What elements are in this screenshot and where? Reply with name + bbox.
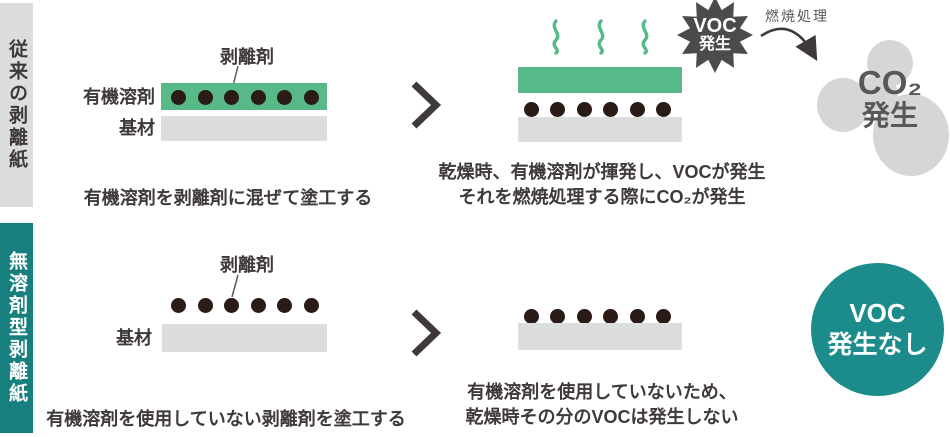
dot xyxy=(250,90,266,105)
dot xyxy=(629,102,645,117)
dot xyxy=(524,309,539,324)
dot xyxy=(277,90,293,105)
chevron-right-icon xyxy=(411,309,442,357)
dot xyxy=(303,90,319,105)
substrate-layer xyxy=(162,324,327,352)
step1-caption-solvent-free: 有機溶剤を使用していない剥離剤を塗工する xyxy=(46,409,406,429)
release-agent-label: 剥離剤 xyxy=(220,255,274,275)
step2-caption-line2: 乾燥時その分のVOCは発生しない xyxy=(465,407,739,427)
substrate-layer xyxy=(161,116,327,141)
solvent-dots-row xyxy=(171,90,319,105)
dot xyxy=(303,298,319,313)
dot xyxy=(171,90,186,105)
substrate-layer xyxy=(518,117,682,142)
combustion-treatment-label: 燃焼処理 xyxy=(765,8,829,24)
dot xyxy=(197,298,213,313)
release-agent-label: 剥離剤 xyxy=(220,47,274,67)
dot xyxy=(224,90,240,105)
solvent-dots-row xyxy=(524,102,671,117)
co2-text-line2: 発生 xyxy=(861,99,918,131)
substrate-layer xyxy=(518,323,682,350)
dot xyxy=(197,90,213,105)
voc-burst-text1: VOC xyxy=(693,15,737,38)
voc-burst-badge: VOC 発生 xyxy=(677,0,753,73)
dried-release-layer xyxy=(518,67,682,93)
dot xyxy=(603,309,619,324)
chevron-right-icon xyxy=(411,81,442,129)
dot xyxy=(250,298,266,313)
solvent-coating-layer xyxy=(161,83,327,110)
dot xyxy=(550,309,566,324)
step2-caption-line1: 乾燥時、有機溶剤が揮発し、VOCが発生 xyxy=(438,162,766,182)
dot xyxy=(224,298,240,313)
dot xyxy=(576,309,592,324)
substrate-label: 基材 xyxy=(116,328,152,348)
steam-icon xyxy=(597,19,605,55)
organic-solvent-label: 有機溶剤 xyxy=(83,87,155,107)
step2-caption-line2: それを燃焼処理する際にCO₂が発生 xyxy=(458,187,746,207)
dot xyxy=(171,298,186,313)
co2-generated-text: CO₂ 発生 xyxy=(822,64,950,131)
dot xyxy=(655,309,671,324)
dot xyxy=(603,102,619,117)
steam-icon xyxy=(552,19,560,55)
step2-caption-line1: 有機溶剤を使用していないため、 xyxy=(467,382,737,402)
dot xyxy=(576,102,592,117)
steam-icon xyxy=(641,19,649,55)
curved-arrow-icon xyxy=(760,27,818,61)
release-agent-pointer-line xyxy=(231,274,239,298)
step1-caption-conventional: 有機溶剤を剥離剤に混ぜて塗工する xyxy=(83,188,373,208)
row-header-conventional: 従来の剥離紙 xyxy=(0,3,33,207)
step2-caption-conventional: 乾燥時、有機溶剤が揮発し、VOCが発生 それを燃焼処理する際にCO₂が発生 xyxy=(432,160,772,210)
row-header-solvent-free: 無溶剤型剥離紙 xyxy=(0,223,33,433)
dot xyxy=(629,309,645,324)
dot xyxy=(277,298,293,313)
row-header-conventional-label: 従来の剥離紙 xyxy=(6,39,27,171)
co2-cloud-icon xyxy=(817,40,949,176)
dot xyxy=(550,102,566,117)
voc-burst-text2: 発生 xyxy=(698,36,731,54)
dot xyxy=(524,102,539,117)
no-voc-text2: 発生なし xyxy=(827,330,928,359)
no-voc-badge: VOC 発生なし xyxy=(811,263,944,396)
no-voc-text1: VOC xyxy=(849,297,906,328)
dot xyxy=(655,102,671,117)
co2-text-line1: CO₂ xyxy=(857,64,923,101)
substrate-label: 基材 xyxy=(119,118,155,138)
release-agent-dots-row xyxy=(171,298,319,313)
step2-caption-solvent-free: 有機溶剤を使用していないため、 乾燥時その分のVOCは発生しない xyxy=(432,380,772,430)
release-agent-dots-row xyxy=(524,309,671,324)
row-header-solvent-free-label: 無溶剤型剥離紙 xyxy=(6,251,27,405)
